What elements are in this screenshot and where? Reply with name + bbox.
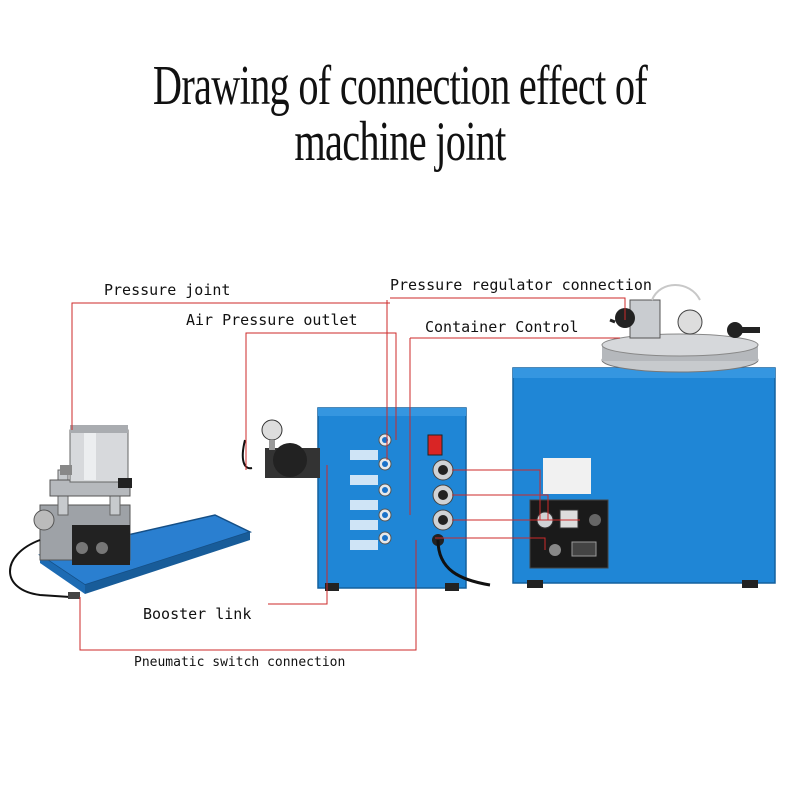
control-box [241,407,491,591]
label-container-control: Container Control [425,318,579,336]
label-pneumatic-switch-connection: Pneumatic switch connection [134,655,346,670]
leader-air-pressure-outlet [245,332,397,470]
wax-injector [512,284,776,588]
leader-pressure-joint [71,302,390,430]
label-pressure-regulator-connection: Pressure regulator connection [390,276,652,294]
leader-pneumatic-switch [79,540,417,651]
label-pressure-joint: Pressure joint [104,281,231,299]
label-air-pressure-outlet: Air Pressure outlet [186,311,358,329]
label-booster-link: Booster link [143,605,252,623]
pneumatic-clamp [9,425,253,599]
leader-pressure-regulator [390,297,626,320]
leader-booster-link [268,465,328,605]
diagram-title: Drawing of connection effect of machine … [152,55,648,173]
leader-lines [71,297,626,651]
